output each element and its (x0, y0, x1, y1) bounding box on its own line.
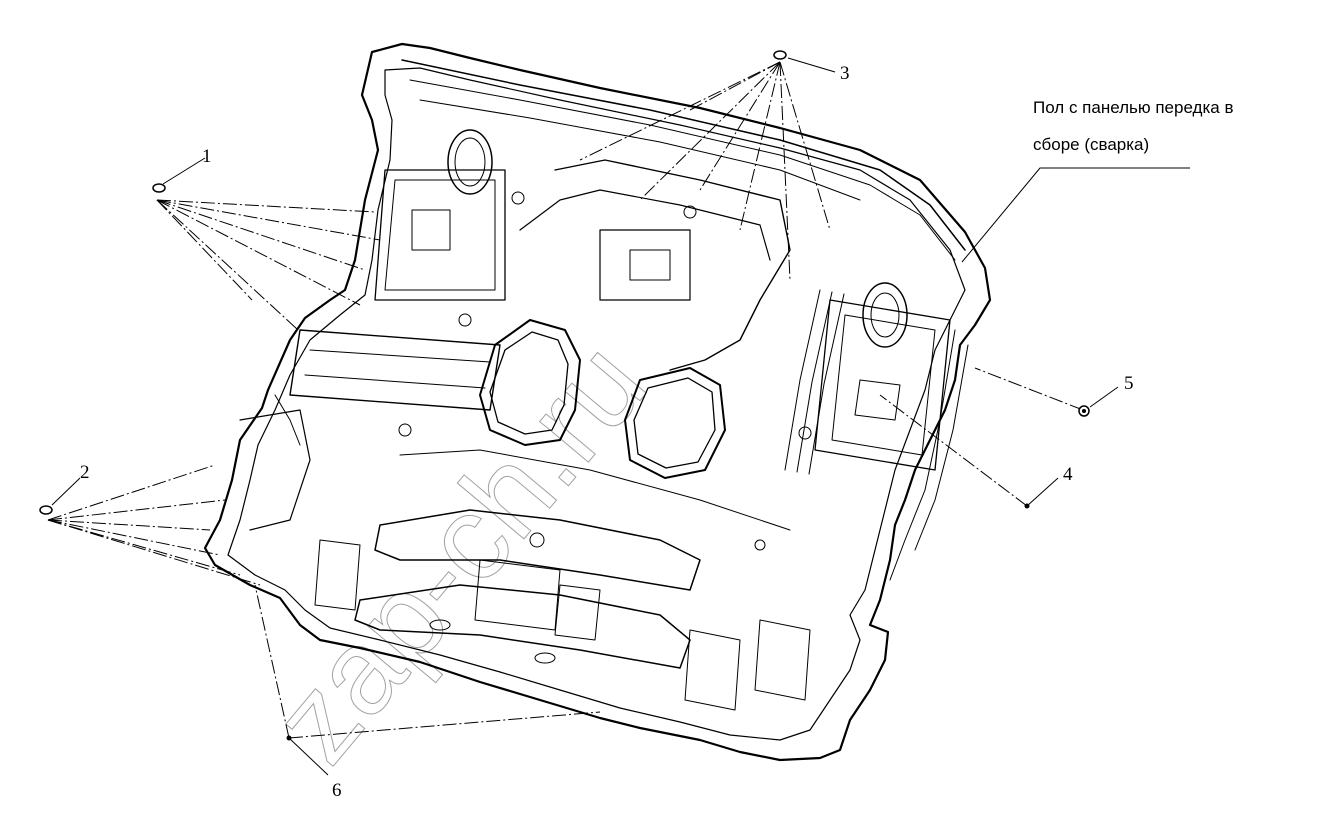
callout-label-5: 5 (1124, 373, 1134, 394)
callout-label-4: 4 (1063, 464, 1073, 485)
callout-label-6: 6 (332, 780, 342, 801)
callout-3[interactable]: 3 (579, 50, 850, 281)
floor-panel-assembly (203, 42, 992, 762)
callout-label-2: 2 (80, 462, 90, 483)
assembly-leader (961, 167, 1190, 263)
callout-label-3: 3 (840, 63, 850, 84)
assembly-title: Пол с панелью передка в сборе (сварка) (1033, 98, 1234, 155)
bolt-icon (286, 735, 292, 741)
clip-nut-icon (773, 50, 787, 60)
assembly-title-line-1: Пол с панелью передка в (1033, 98, 1234, 117)
callout-5[interactable]: 5 (974, 367, 1134, 417)
bolt-icon (1024, 503, 1030, 509)
watermark: zap-ch.ru (247, 317, 672, 787)
clip-nut-icon (152, 183, 166, 193)
callout-2[interactable]: 2 (39, 462, 261, 586)
callout-1[interactable]: 1 (152, 146, 381, 331)
callout-4[interactable]: 4 (879, 394, 1073, 509)
callout-label-1: 1 (202, 146, 212, 167)
svg-text:zap-ch.ru: zap-ch.ru (247, 317, 671, 786)
callout-6[interactable]: 6 (254, 584, 601, 801)
clip-nut-icon (39, 505, 53, 515)
nut-icon-center (1082, 409, 1086, 413)
assembly-title-line-2: сборе (сварка) (1033, 135, 1150, 154)
